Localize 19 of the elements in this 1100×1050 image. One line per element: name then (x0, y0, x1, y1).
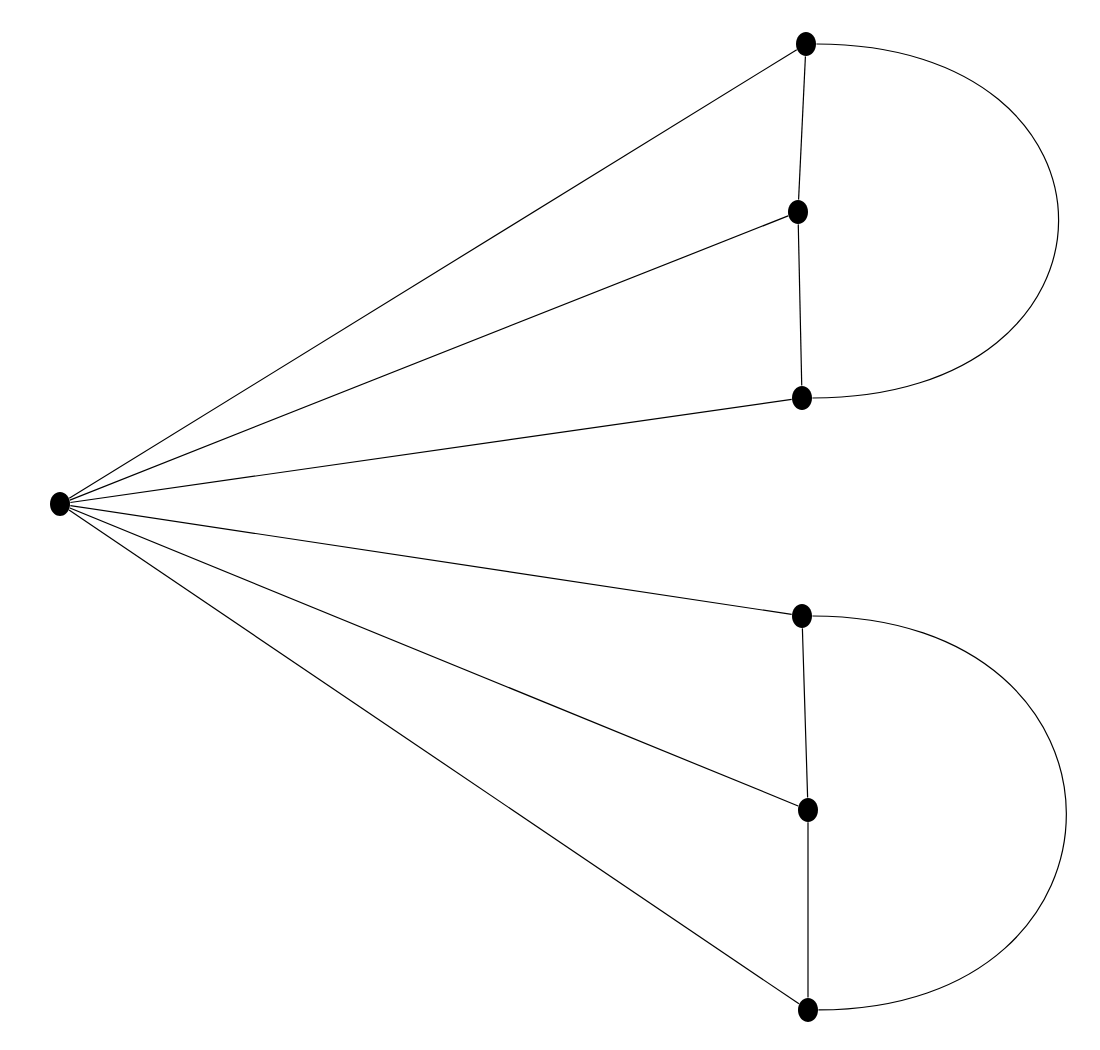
graph-edge (797, 223, 803, 387)
graph-vertex (50, 492, 70, 516)
graph-edge (807, 821, 809, 999)
graph-edge (68, 49, 798, 499)
graph-edge (69, 215, 789, 501)
graph-vertex (788, 200, 808, 224)
graph-edge (801, 627, 809, 799)
graph-vertex (792, 386, 812, 410)
graph-vertex (796, 32, 816, 56)
graph-vertex (792, 604, 812, 628)
graph-vertex (798, 797, 818, 822)
graph-edge (69, 504, 793, 615)
graph-edge (69, 398, 793, 504)
graph-edge (811, 615, 1067, 1011)
graph-edge (69, 507, 799, 807)
graph-edge (68, 509, 800, 1005)
graph-vertex (798, 997, 818, 1022)
graph-edge (811, 43, 1060, 399)
graph-edge (798, 55, 806, 201)
